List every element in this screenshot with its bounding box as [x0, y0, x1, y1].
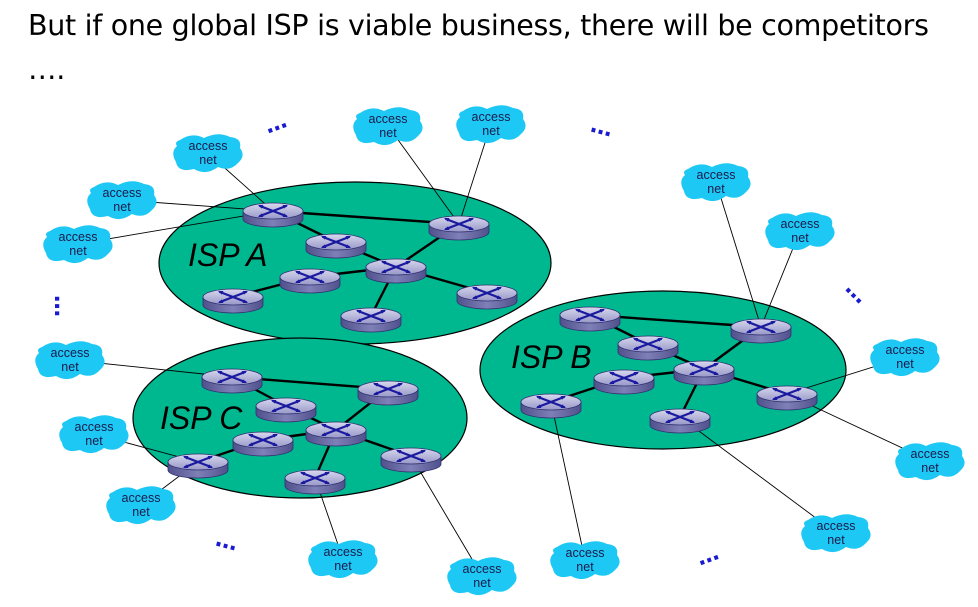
router-icon	[649, 408, 711, 434]
access-net-label-line1: access	[369, 112, 408, 126]
svg-text:…: …	[588, 113, 616, 143]
access-net-label-line2: net	[576, 560, 594, 574]
access-link	[387, 125, 460, 225]
router-icon	[340, 307, 402, 333]
isp-b-label: ISP B	[511, 339, 592, 375]
router-icon	[365, 258, 427, 284]
isp-a-label: ISP A	[188, 237, 267, 273]
access-net-label-line2: net	[69, 244, 87, 258]
access-net-label-line1: access	[51, 346, 90, 360]
router-icon	[456, 284, 518, 310]
router-icon	[380, 447, 442, 473]
router-icon	[520, 393, 582, 419]
access-net-label-line2: net	[334, 559, 352, 573]
access-net-label-line1: access	[472, 110, 511, 124]
access-net-label-line2: net	[473, 576, 491, 590]
access-net-label-line1: access	[59, 230, 98, 244]
router-icon	[305, 421, 367, 447]
router-icon	[617, 335, 679, 361]
router-icon	[232, 431, 294, 457]
slide-title: But if one global ISP is viable business…	[28, 9, 929, 86]
router-icon	[673, 360, 735, 386]
router-icon	[202, 288, 264, 314]
router-icon	[279, 268, 341, 294]
svg-text:…: …	[693, 540, 722, 571]
access-net-label-line2: net	[921, 461, 939, 475]
access-link	[410, 455, 483, 577]
access-link	[77, 210, 274, 245]
access-net-label-line2: net	[61, 360, 79, 374]
access-net-label-line1: access	[566, 546, 605, 560]
access-net-label-line1: access	[189, 139, 228, 153]
router-icon	[730, 318, 792, 344]
router-icon	[756, 385, 818, 411]
router-icon	[284, 469, 346, 495]
access-net-label-line2: net	[199, 153, 217, 167]
access-net-label-line2: net	[482, 124, 500, 138]
router-icon	[593, 369, 655, 395]
router-icon	[428, 215, 490, 241]
access-net-label-line1: access	[817, 519, 856, 533]
ellipsis-dots: …	[261, 108, 290, 139]
ellipsis-dots: …	[49, 295, 74, 317]
router-icon	[201, 368, 263, 394]
svg-text:…: …	[840, 276, 873, 309]
svg-text:…: …	[49, 295, 74, 317]
access-net-label-line1: access	[911, 447, 950, 461]
router-icon	[305, 233, 367, 259]
access-link	[715, 181, 762, 328]
access-link	[679, 416, 837, 534]
access-net-label-line2: net	[707, 182, 725, 196]
access-link	[550, 401, 586, 561]
backbone-link	[272, 209, 460, 226]
access-net-label-line1: access	[75, 420, 114, 434]
router-icon	[167, 453, 229, 479]
access-net-label-line2: net	[827, 533, 845, 547]
access-net-label-line2: net	[132, 505, 150, 519]
svg-text:…: …	[261, 108, 290, 139]
access-net-label-line2: net	[85, 434, 103, 448]
router-icon	[242, 202, 304, 228]
router-icon	[559, 306, 621, 332]
ellipsis-dots: …	[693, 540, 722, 571]
access-net-label-line1: access	[122, 491, 161, 505]
isp-c-label: ISP C	[160, 400, 243, 436]
access-net-label-line2: net	[379, 126, 397, 140]
access-net-label-line1: access	[697, 168, 736, 182]
access-net-label-line2: net	[791, 231, 809, 245]
access-net-label-line2: net	[113, 200, 131, 214]
access-net-label-line1: access	[886, 343, 925, 357]
access-net-label-line2: net	[896, 357, 914, 371]
ellipsis-dots: …	[588, 113, 616, 143]
access-net-label-line1: access	[324, 545, 363, 559]
ellipsis-dots: …	[840, 276, 873, 309]
ellipsis-dots: …	[213, 527, 241, 557]
access-net-label-line1: access	[103, 186, 142, 200]
router-icon	[255, 397, 317, 423]
access-net-label-line1: access	[781, 217, 820, 231]
access-net-label-line1: access	[463, 562, 502, 576]
svg-text:…: …	[213, 527, 241, 557]
router-icon	[357, 380, 419, 406]
